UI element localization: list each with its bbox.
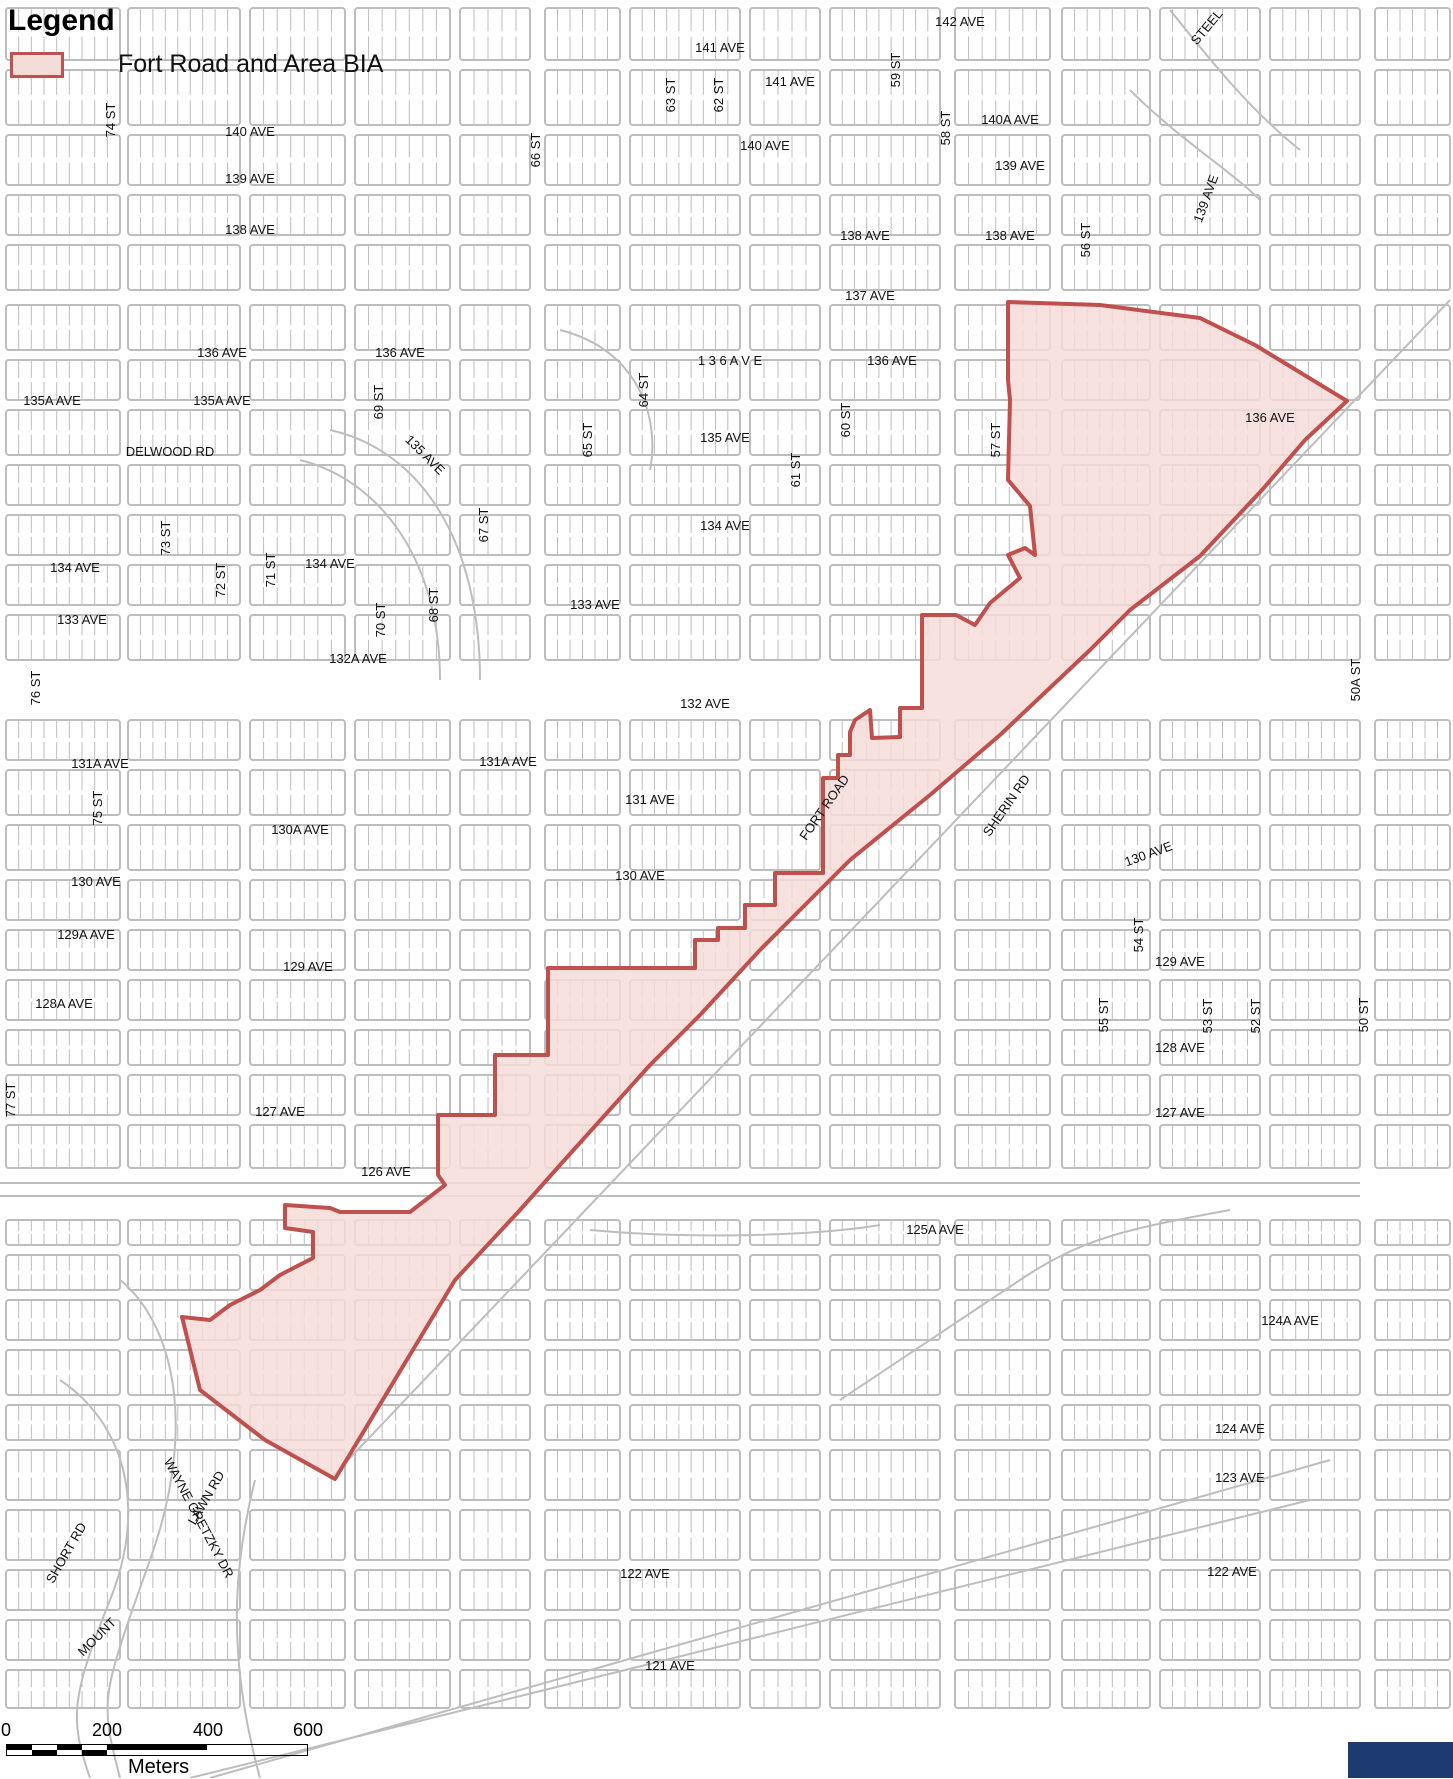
street-label: 130 AVE <box>71 874 121 889</box>
street-label: 136 AVE <box>867 353 917 368</box>
street-label: 131A AVE <box>71 756 129 771</box>
street-label: 69 ST <box>371 385 386 420</box>
street-label: 57 ST <box>988 423 1003 458</box>
scale-unit: Meters <box>128 1756 189 1779</box>
street-label: DELWOOD RD <box>126 444 215 459</box>
street-label: 53 ST <box>1200 999 1215 1034</box>
street-label: 50A ST <box>1348 659 1363 702</box>
street-label: 67 ST <box>476 508 491 543</box>
street-label: 138 AVE <box>840 228 890 243</box>
street-label: 134 AVE <box>50 560 100 575</box>
street-label: 123 AVE <box>1215 1470 1265 1485</box>
street-label: 54 ST <box>1131 918 1146 953</box>
street-label: 127 AVE <box>1155 1105 1205 1120</box>
street-labels: 142 AVE 141 AVE 141 AVE 140A AVE 140 AVE 140 … <box>3 7 1371 1673</box>
street-label: 130 AVE <box>1123 838 1175 869</box>
street-label: 74 ST <box>103 103 118 138</box>
street-label: 133 AVE <box>570 597 620 612</box>
street-label: 60 ST <box>838 403 853 438</box>
street-label: 137 AVE <box>845 288 895 303</box>
street-label: 65 ST <box>580 423 595 458</box>
street-label: 141 AVE <box>765 74 815 89</box>
curved-streets <box>0 10 1450 1778</box>
street-label: 129A AVE <box>57 927 115 942</box>
legend-label-bia: Fort Road and Area BIA <box>118 50 383 79</box>
scale-tick-200: 200 <box>92 1720 122 1741</box>
street-label: 132A AVE <box>329 651 387 666</box>
street-label: 130A AVE <box>271 822 329 837</box>
street-label: 61 ST <box>788 453 803 488</box>
street-label: 124 AVE <box>1215 1421 1265 1436</box>
street-label: 141 AVE <box>695 40 745 55</box>
street-label: 73 ST <box>158 521 173 556</box>
street-label: SHERIN RD <box>980 772 1033 839</box>
street-label: 142 AVE <box>935 14 985 29</box>
street-label: 77 ST <box>3 1083 18 1118</box>
legend-title: Legend <box>8 4 115 38</box>
street-label: 1 3 6 A V E <box>698 353 763 368</box>
street-label: 140A AVE <box>981 112 1039 127</box>
street-label: 138 AVE <box>225 222 275 237</box>
street-label: 121 AVE <box>645 1658 695 1673</box>
street-label: STEEL <box>1188 7 1226 48</box>
street-label: 140 AVE <box>225 124 275 139</box>
street-label: 124A AVE <box>1261 1313 1319 1328</box>
street-label: 55 ST <box>1096 998 1111 1033</box>
street-label: 136 AVE <box>375 345 425 360</box>
street-label: 138 AVE <box>985 228 1035 243</box>
street-label: 76 ST <box>28 671 43 706</box>
street-label: 127 AVE <box>255 1104 305 1119</box>
street-label: 125A AVE <box>906 1222 964 1237</box>
street-label: MOUNT <box>75 1615 119 1659</box>
street-blocks <box>6 8 1450 1708</box>
scale-tick-600: 600 <box>293 1720 323 1741</box>
street-label: 139 AVE <box>225 171 275 186</box>
street-label: 70 ST <box>373 603 388 638</box>
corner-logo <box>1348 1742 1453 1778</box>
street-label: 75 ST <box>90 791 105 826</box>
street-label: 139 AVE <box>995 158 1045 173</box>
street-label: 64 ST <box>636 373 651 408</box>
scale-tick-0: 0 <box>1 1720 11 1741</box>
street-label: 136 AVE <box>197 345 247 360</box>
street-label: 130 AVE <box>615 868 665 883</box>
street-label: 62 ST <box>711 78 726 113</box>
street-label: 135A AVE <box>193 393 251 408</box>
street-label: 59 ST <box>888 53 903 88</box>
street-label: 128A AVE <box>35 996 93 1011</box>
street-label: 129 AVE <box>1155 954 1205 969</box>
street-label: 136 AVE <box>1245 410 1295 425</box>
street-label: 52 ST <box>1248 999 1263 1034</box>
street-label: 135A AVE <box>23 393 81 408</box>
scale-bar: 0 200 400 600 Meters <box>0 1720 320 1778</box>
street-label: 131 AVE <box>625 792 675 807</box>
street-label: 68 ST <box>426 588 441 623</box>
scale-bar-graphic <box>6 1744 308 1756</box>
street-label: 134 AVE <box>305 556 355 571</box>
street-label: 131A AVE <box>479 754 537 769</box>
street-label: 128 AVE <box>1155 1040 1205 1055</box>
scale-tick-400: 400 <box>193 1720 223 1741</box>
street-label: 122 AVE <box>620 1566 670 1581</box>
street-label: 63 ST <box>663 78 678 113</box>
street-label: 66 ST <box>528 133 543 168</box>
street-label: 129 AVE <box>283 959 333 974</box>
street-label: 132 AVE <box>680 696 730 711</box>
street-label: 134 AVE <box>700 518 750 533</box>
street-label: 72 ST <box>213 563 228 598</box>
street-label: 50 ST <box>1356 998 1371 1033</box>
legend-swatch-bia <box>10 52 64 78</box>
street-label: 56 ST <box>1078 223 1093 258</box>
street-label: 126 AVE <box>361 1164 411 1179</box>
street-label: 71 ST <box>263 553 278 588</box>
street-label: 135 AVE <box>700 430 750 445</box>
street-label: 122 AVE <box>1207 1564 1257 1579</box>
street-label: 140 AVE <box>740 138 790 153</box>
street-label: 58 ST <box>938 111 953 146</box>
street-label: 139 AVE <box>1190 172 1221 224</box>
street-label: 133 AVE <box>57 612 107 627</box>
